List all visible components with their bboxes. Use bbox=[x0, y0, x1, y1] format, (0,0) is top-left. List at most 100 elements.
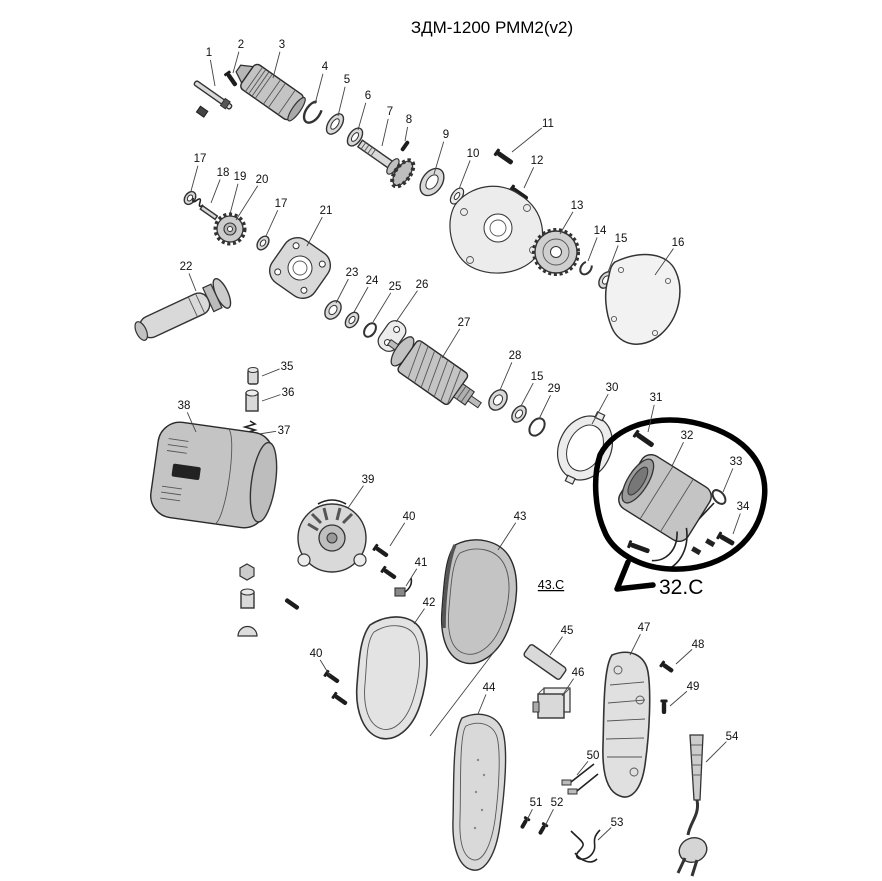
part-grip-44 bbox=[452, 713, 507, 871]
long-leader-line bbox=[429, 647, 498, 737]
leader-line-3 bbox=[272, 51, 281, 79]
part-motor-housing bbox=[150, 421, 278, 529]
leader-line-24 bbox=[353, 286, 369, 313]
part-label-7: 7 bbox=[387, 106, 393, 118]
part-gasket-26 bbox=[377, 320, 407, 352]
part-label-15: 15 bbox=[531, 371, 544, 383]
part-49-screw bbox=[660, 699, 668, 714]
part-label-25: 25 bbox=[389, 281, 402, 293]
leader-line-49 bbox=[669, 690, 688, 707]
part-label-24: 24 bbox=[366, 275, 379, 287]
part-label-14: 14 bbox=[594, 225, 607, 237]
part-washer-6 bbox=[346, 127, 364, 147]
part-label-38: 38 bbox=[178, 400, 191, 412]
part-washer-25 bbox=[363, 322, 377, 338]
drill-artwork bbox=[134, 63, 735, 877]
part-label-20: 20 bbox=[256, 174, 269, 186]
small-parts-stack bbox=[237, 563, 300, 637]
part-label-37: 37 bbox=[278, 425, 291, 437]
part-label-2: 2 bbox=[238, 39, 244, 51]
part-label-29: 29 bbox=[548, 383, 561, 395]
part-label-21: 21 bbox=[320, 205, 333, 217]
part-power-cord bbox=[676, 734, 708, 877]
part-label-42: 42 bbox=[423, 597, 436, 609]
part-label-39: 39 bbox=[362, 474, 375, 486]
part-air-ring-30 bbox=[557, 411, 613, 485]
leader-line-44 bbox=[477, 694, 487, 715]
leader-line-35 bbox=[261, 368, 280, 377]
leader-line-42 bbox=[413, 608, 425, 625]
part-label-27: 27 bbox=[458, 317, 471, 329]
leader-line-12 bbox=[523, 167, 535, 189]
leader-line-10 bbox=[458, 160, 471, 190]
part-label-41: 41 bbox=[415, 557, 428, 569]
leader-line-40 bbox=[389, 522, 406, 547]
leader-line-9 bbox=[433, 141, 445, 175]
part-housing-shell-42 bbox=[355, 616, 428, 740]
leader-line-27 bbox=[441, 328, 461, 359]
leader-lines bbox=[186, 51, 741, 841]
part-bearing-17a bbox=[183, 190, 197, 206]
part-label-16: 16 bbox=[672, 237, 685, 249]
part-washer-29 bbox=[528, 417, 546, 437]
leader-line-45 bbox=[549, 636, 563, 656]
part-label-30: 30 bbox=[606, 382, 619, 394]
part-cap-35 bbox=[247, 367, 259, 385]
part-handle-half-47 bbox=[602, 651, 651, 798]
part-label-53: 53 bbox=[611, 817, 624, 829]
part-label-49: 49 bbox=[687, 681, 700, 693]
part-gear-19-20 bbox=[213, 212, 247, 246]
leader-line-25 bbox=[372, 292, 392, 323]
stator-screw bbox=[627, 540, 650, 554]
part-40-screw-b1 bbox=[323, 669, 340, 684]
leader-line-38 bbox=[186, 412, 197, 433]
part-label-36: 36 bbox=[282, 387, 295, 399]
part-label-26: 26 bbox=[416, 279, 429, 291]
part-armature bbox=[386, 336, 482, 409]
part-brush-41 bbox=[394, 577, 413, 597]
leader-line-26 bbox=[395, 290, 418, 323]
leader-line-32 bbox=[671, 442, 684, 467]
leader-line-43 bbox=[497, 522, 517, 551]
leader-line-8 bbox=[404, 126, 409, 142]
leader-line-23 bbox=[335, 278, 349, 304]
part-label-52: 52 bbox=[551, 797, 564, 809]
part-label-18: 18 bbox=[217, 167, 230, 179]
part-chuck bbox=[235, 63, 306, 122]
part-52-screw bbox=[538, 822, 549, 835]
leader-line-54 bbox=[705, 741, 727, 763]
part-bearing-28 bbox=[488, 389, 508, 411]
part-label-31: 31 bbox=[650, 392, 663, 404]
part-circlip-4 bbox=[302, 100, 324, 124]
leader-line-39 bbox=[347, 485, 364, 509]
leader-line-21 bbox=[306, 216, 323, 247]
leader-line-46 bbox=[561, 678, 574, 697]
part-label-44: 44 bbox=[483, 682, 496, 694]
leader-line-53 bbox=[597, 827, 612, 841]
leader-line-19 bbox=[229, 183, 239, 215]
part-label-40: 40 bbox=[403, 511, 416, 523]
leader-line-41 bbox=[405, 568, 418, 587]
leader-line-36 bbox=[261, 394, 281, 402]
part-11-screw bbox=[493, 148, 513, 165]
part-bearing-15b bbox=[511, 405, 527, 423]
leader-line-47 bbox=[629, 633, 641, 656]
leader-line-51 bbox=[526, 808, 533, 821]
leader-line-16 bbox=[654, 248, 674, 276]
leader-line-28 bbox=[499, 362, 513, 391]
part-label-34: 34 bbox=[737, 501, 750, 513]
part-40-screw-a2 bbox=[380, 565, 397, 580]
leader-line-52 bbox=[544, 808, 554, 827]
leader-line-31 bbox=[647, 404, 655, 433]
callout-43c: 43.C bbox=[538, 578, 564, 592]
leader-line-7 bbox=[381, 118, 389, 147]
part-label-40: 40 bbox=[310, 648, 323, 660]
part-depth-rod bbox=[193, 80, 233, 118]
part-plate-45 bbox=[523, 644, 567, 680]
leader-line-33 bbox=[722, 468, 734, 493]
part-label-28: 28 bbox=[509, 350, 522, 362]
leader-line-17 bbox=[265, 210, 279, 237]
part-label-5: 5 bbox=[344, 74, 350, 86]
part-housing-cover-43 bbox=[440, 539, 518, 665]
